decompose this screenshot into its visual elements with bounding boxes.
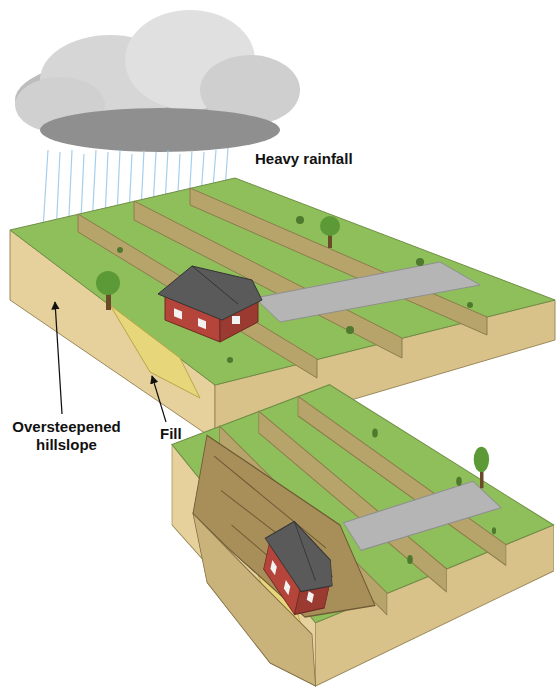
leader-line	[55, 302, 62, 414]
rain-label: Heavy rainfall	[255, 150, 353, 168]
fill-label: Fill	[160, 425, 182, 443]
slope-label: Oversteepened hillslope	[4, 418, 129, 454]
leader-line	[152, 376, 166, 422]
